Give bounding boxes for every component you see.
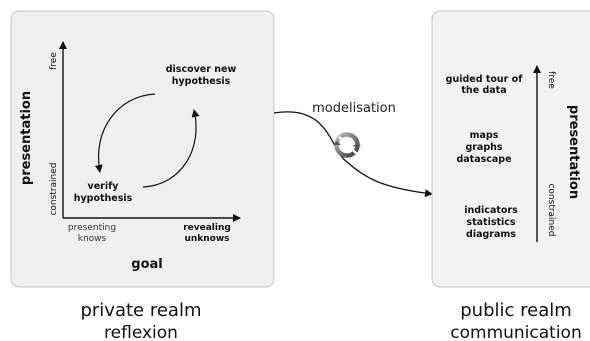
- public-item3-line1: indicators: [464, 205, 518, 216]
- public-item1-line2: the data: [461, 85, 506, 96]
- public-item2-line3: datascape: [456, 154, 511, 165]
- public-item1-line1: guided tour of: [446, 74, 524, 85]
- x-left-label-line1: presenting: [68, 223, 116, 233]
- public-item3-line3: diagrams: [466, 229, 516, 240]
- cycle-bottom-line2: hypothesis: [74, 193, 133, 204]
- modelisation-cycle-icon: [333, 132, 361, 158]
- cycle-bottom-line1: verify: [88, 181, 120, 192]
- x-axis-title: goal: [131, 257, 162, 272]
- y-axis-title: presentation: [19, 91, 34, 185]
- x-right-label-line2: unknows: [184, 234, 229, 244]
- public-axis-title: presentation: [566, 105, 581, 199]
- cycle-arrow-right: [142, 109, 200, 188]
- cycle-arrow-left: [94, 93, 156, 173]
- y-top-tick-label: free: [49, 52, 59, 70]
- private-caption-line1: private realm: [80, 300, 201, 321]
- x-left-label-line2: knows: [78, 234, 107, 244]
- x-right-label-line1: revealing: [183, 223, 231, 233]
- public-bottom-tick-label: constrained: [546, 183, 556, 236]
- cycle-top-line2: hypothesis: [172, 76, 231, 87]
- public-item3-line2: statistics: [466, 217, 515, 228]
- public-item2-line1: maps: [470, 130, 499, 141]
- modelisation-label: modelisation: [312, 101, 396, 116]
- modelisation-arrow: [273, 111, 433, 198]
- public-caption-line1: public realm: [460, 300, 572, 321]
- public-realm-panel: free constrained presentation guided tou…: [431, 10, 590, 288]
- y-bottom-tick-label: constrained: [49, 162, 59, 215]
- public-caption-line2: communication: [450, 323, 581, 341]
- public-item2-line2: graphs: [465, 142, 502, 153]
- public-top-tick-label: free: [546, 71, 556, 89]
- public-panel-box: [431, 10, 590, 288]
- modelisation-link: modelisation: [273, 101, 433, 198]
- private-caption-line2: reflexion: [104, 323, 178, 341]
- cycle-top-line1: discover new: [166, 64, 237, 75]
- private-realm-panel: presentation free constrained presenting…: [10, 10, 275, 288]
